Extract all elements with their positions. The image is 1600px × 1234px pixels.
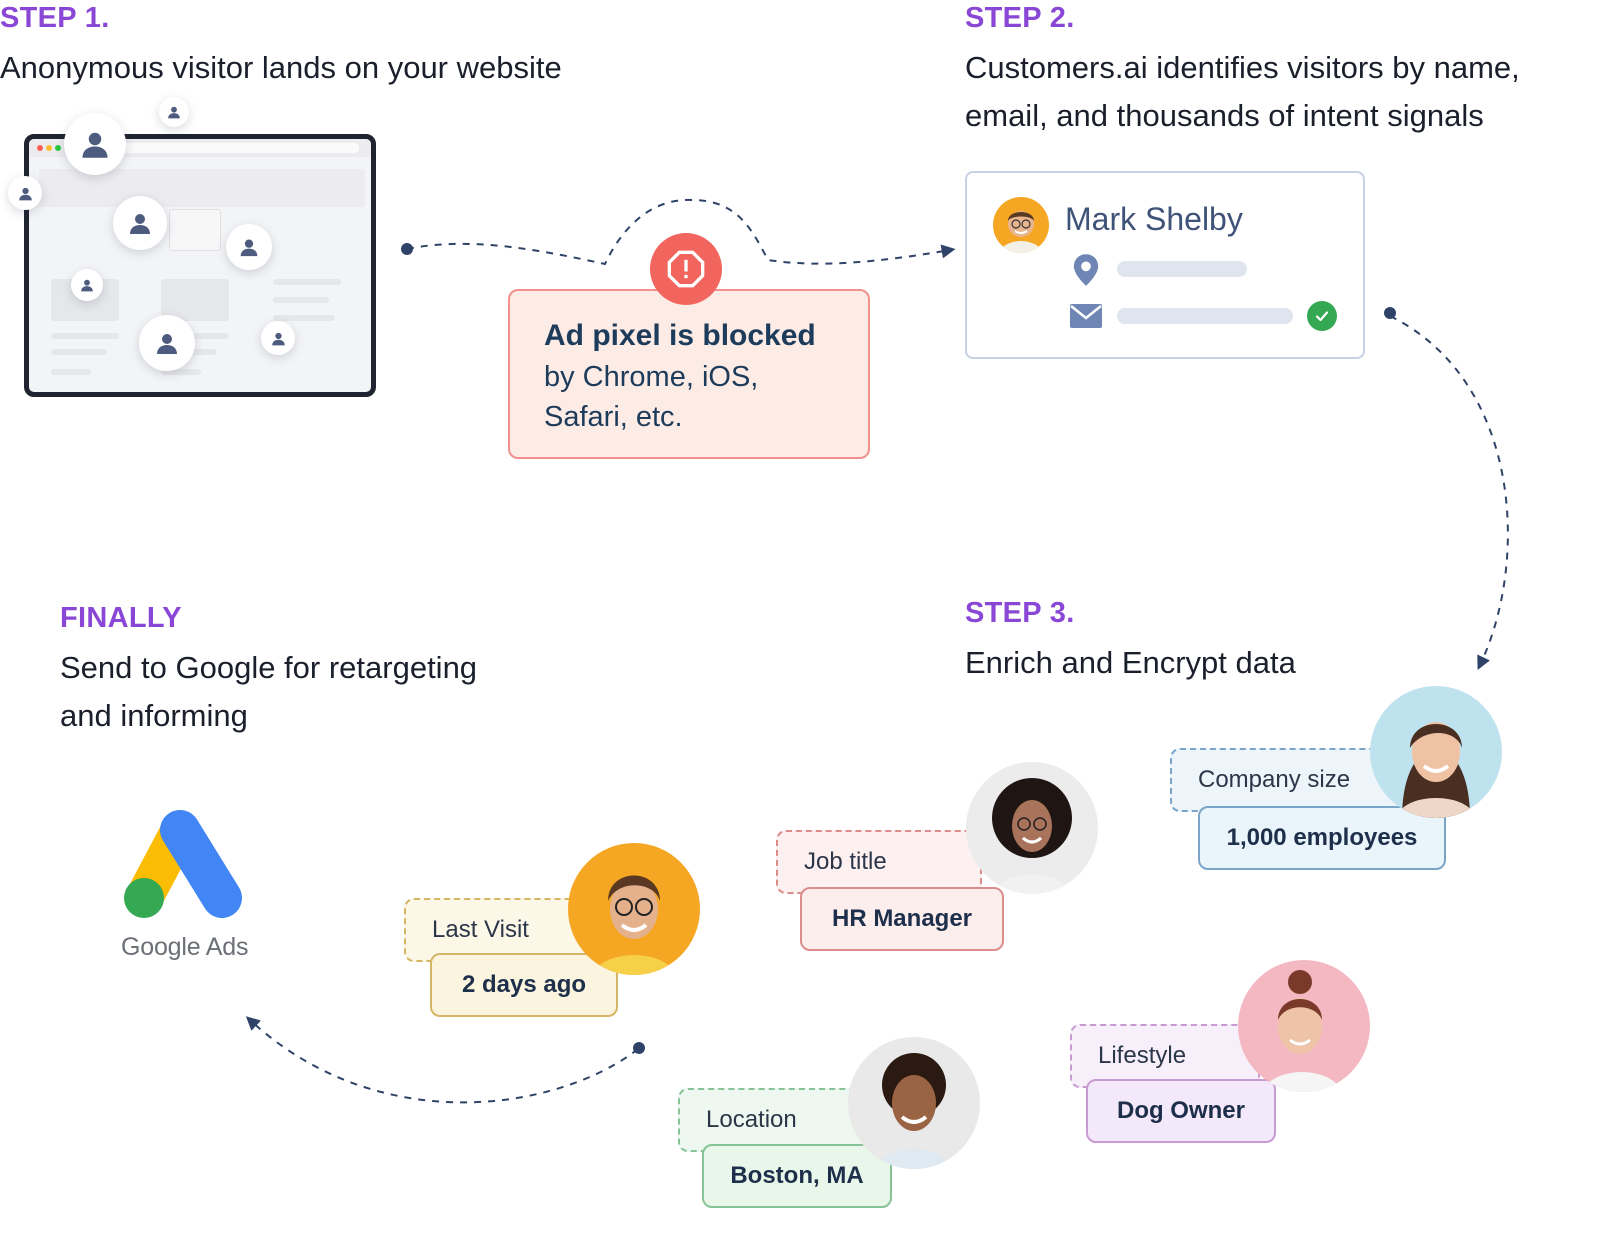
- person-photo-man-curly: [848, 1037, 980, 1169]
- tag-job-title-value: HR Manager: [800, 887, 1004, 951]
- user-icon: [157, 334, 177, 354]
- arrow-start-dot: [633, 1042, 645, 1054]
- maximize-dot: [55, 145, 61, 151]
- address-bar: [109, 143, 359, 153]
- step2-description-line: Customers.ai identifies visitors by name…: [965, 50, 1520, 85]
- tag-company-size-label: Company size: [1170, 748, 1402, 812]
- tag-last-visit-value: 2 days ago: [430, 953, 618, 1017]
- person-photo-woman-bun: [1238, 960, 1370, 1092]
- minimize-dot: [46, 145, 52, 151]
- text-line: [51, 333, 119, 339]
- finally-description: Send to Google for retargeting and infor…: [60, 644, 477, 740]
- person-photo-woman: [1370, 686, 1502, 818]
- blocked-body-line: Safari, etc.: [544, 401, 683, 433]
- dashed-arrow: [245, 1016, 639, 1104]
- step2-description-line: email, and thousands of intent signals: [965, 98, 1484, 133]
- arrow-start-dot: [401, 243, 413, 255]
- user-icon: [240, 239, 258, 257]
- text-line: [273, 279, 341, 285]
- visitor-avatar: [261, 321, 295, 355]
- person-photo-man-glasses: [568, 843, 700, 975]
- text-line: [161, 333, 229, 339]
- step3-label: STEP 3.: [965, 597, 1075, 629]
- alert-octagon-icon: [650, 233, 722, 305]
- visitor-avatar: [8, 176, 42, 210]
- google-ads-logo: [124, 810, 242, 918]
- visitor-avatar: [226, 224, 272, 270]
- profile-name: Mark Shelby: [1065, 201, 1243, 237]
- text-line: [161, 369, 201, 375]
- step3-description: Enrich and Encrypt data: [965, 645, 1296, 680]
- location-skeleton: [1117, 261, 1247, 277]
- visitor-avatar: [64, 113, 126, 175]
- person-photo-woman-curly: [966, 762, 1098, 894]
- profile-avatar: [993, 197, 1049, 253]
- step1-label: STEP 1.: [0, 2, 110, 34]
- tag-location-value: Boston, MA: [702, 1144, 892, 1208]
- finally-label: FINALLY: [60, 602, 182, 634]
- text-line: [51, 369, 91, 375]
- text-line: [273, 297, 329, 303]
- blocked-body: by Chrome, iOS, Safari, etc.: [544, 357, 844, 437]
- step2-label: STEP 2.: [965, 2, 1075, 34]
- check-icon: [1307, 301, 1337, 331]
- content-block-2: [161, 279, 229, 321]
- blocked-body-line: by Chrome, iOS,: [544, 361, 759, 393]
- tag-company-size-value: 1,000 employees: [1198, 806, 1446, 870]
- user-icon: [130, 214, 150, 234]
- text-line: [273, 315, 335, 321]
- dashed-arrow: [1389, 315, 1509, 671]
- finally-description-line: and informing: [60, 698, 248, 733]
- step1-description: Anonymous visitor lands on your website: [0, 50, 562, 85]
- user-icon: [82, 132, 108, 158]
- text-line: [51, 349, 107, 355]
- tag-lifestyle-value: Dog Owner: [1086, 1079, 1276, 1143]
- email-skeleton: [1117, 308, 1293, 324]
- user-icon: [81, 279, 93, 292]
- close-dot: [37, 145, 43, 151]
- step2-description: Customers.ai identifies visitors by name…: [965, 44, 1520, 140]
- ad-pixel-blocked-card: Ad pixel is blocked by Chrome, iOS, Safa…: [508, 289, 870, 459]
- dashed-arrow: [406, 198, 956, 266]
- email-icon: [1070, 304, 1102, 328]
- visitor-avatar: [71, 269, 103, 301]
- visitor-avatar: [113, 196, 167, 250]
- user-icon: [18, 187, 32, 200]
- user-icon: [271, 332, 285, 345]
- hero-block: [39, 169, 365, 207]
- arrow-start-dot: [1384, 307, 1396, 319]
- tag-location-label: Location: [678, 1088, 868, 1152]
- website-browser-mockup: [24, 134, 376, 397]
- tag-last-visit-label: Last Visit: [404, 898, 598, 962]
- blocked-title: Ad pixel is blocked: [544, 319, 816, 352]
- visitor-avatar: [159, 97, 189, 127]
- google-ads-wordmark: Google Ads: [121, 933, 249, 961]
- visitor-avatar: [139, 315, 195, 371]
- user-icon: [168, 106, 180, 119]
- location-pin-icon: [1073, 254, 1099, 286]
- finally-description-line: Send to Google for retargeting: [60, 650, 478, 685]
- image-placeholder: [169, 209, 221, 251]
- tag-job-title-label: Job title: [776, 830, 982, 894]
- identified-visitor-card: Mark Shelby: [965, 171, 1365, 359]
